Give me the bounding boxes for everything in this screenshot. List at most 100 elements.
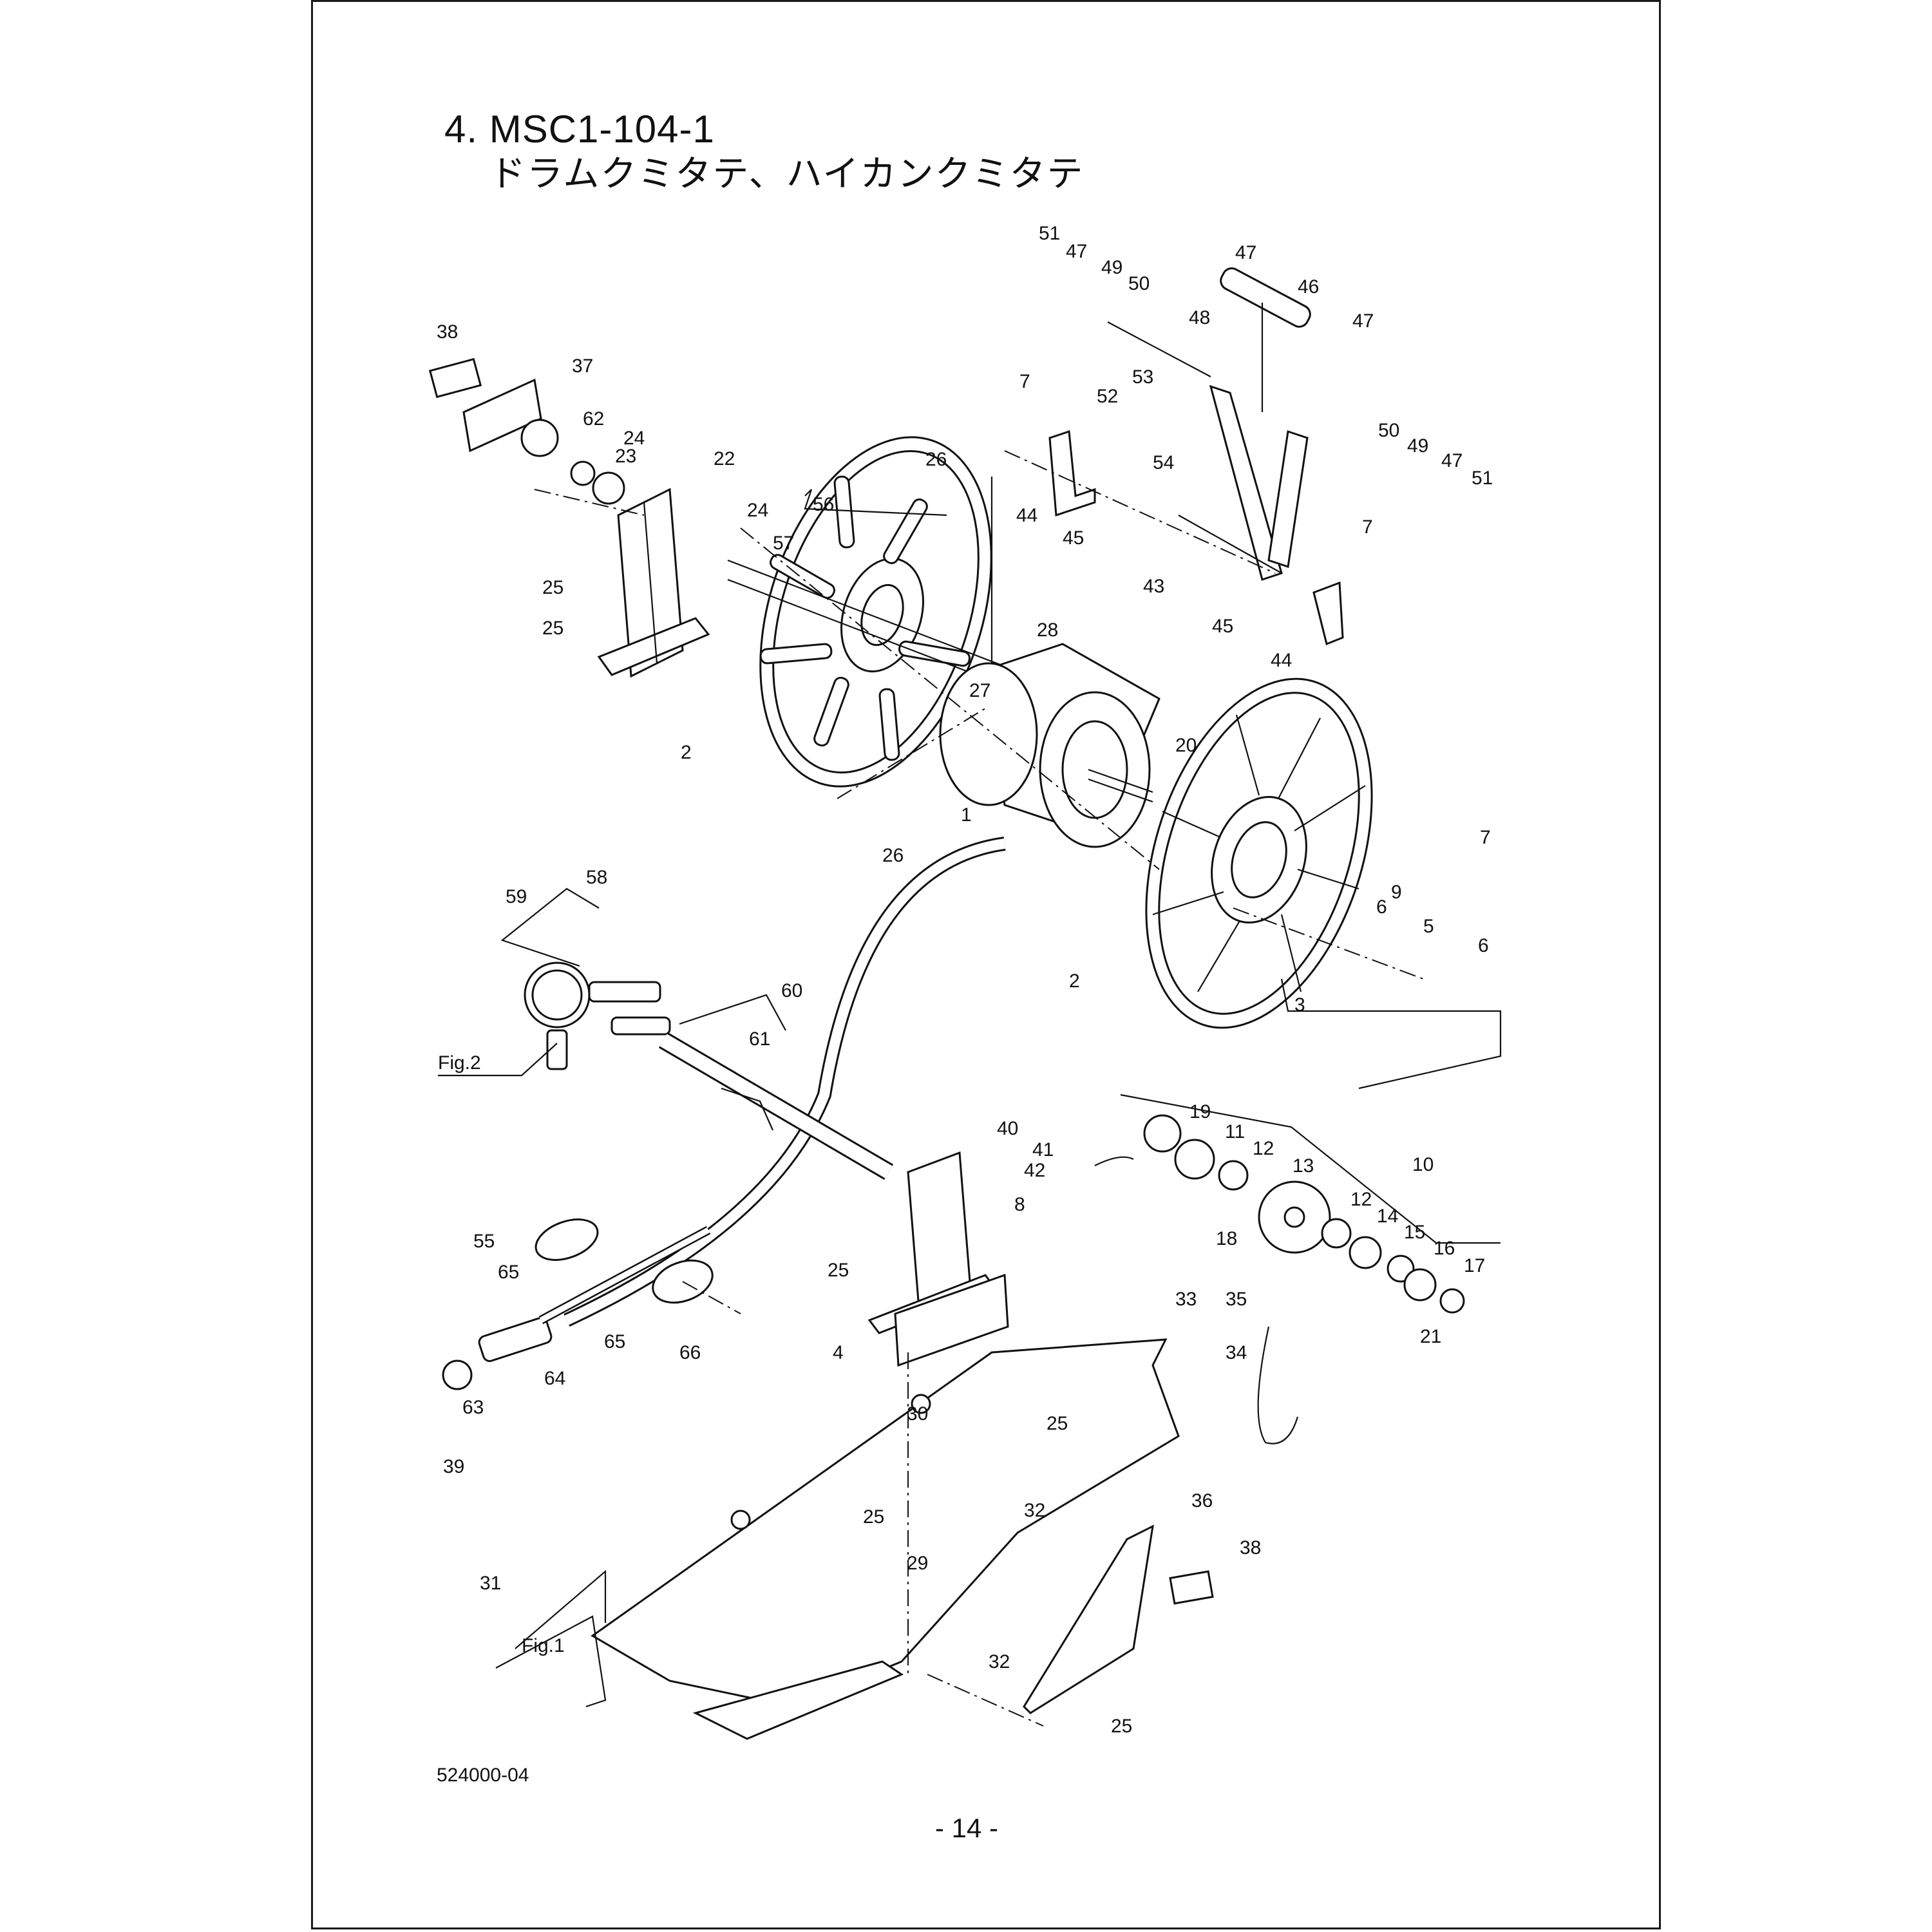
part-label: 24: [747, 500, 768, 521]
cover-plate: [1023, 1524, 1214, 1714]
part-label: 25: [1046, 1413, 1068, 1434]
part-label: 2: [1069, 971, 1080, 992]
part-label: 61: [749, 1028, 770, 1050]
part-label: 29: [907, 1553, 928, 1574]
part-label: 25: [828, 1260, 849, 1281]
part-label: 25: [542, 618, 564, 639]
part-label: 26: [925, 449, 947, 470]
part-label: 25: [542, 577, 564, 598]
part-label: 16: [1434, 1238, 1455, 1259]
figure-references: Fig.2 Fig.1: [438, 1052, 565, 1656]
part-label: 9: [1391, 882, 1402, 903]
part-label: 12: [1253, 1138, 1274, 1159]
part-label: 32: [1024, 1500, 1045, 1521]
part-label: 25: [1111, 1716, 1132, 1737]
part-label: 14: [1377, 1206, 1398, 1227]
page-frame: [311, 0, 1661, 1929]
part-label: 65: [498, 1262, 519, 1283]
part-label: 15: [1404, 1222, 1425, 1243]
part-label: 43: [1143, 576, 1164, 597]
page-number: - 14 -: [935, 1813, 999, 1843]
leader-lines: [438, 489, 1502, 1708]
part-label: 45: [1212, 616, 1233, 637]
part-label: 55: [473, 1231, 495, 1252]
part-label: 5: [1423, 916, 1434, 937]
part-label: 22: [714, 448, 735, 469]
part-label: 1: [961, 804, 972, 826]
part-label: 44: [1016, 505, 1037, 526]
part-label: 37: [572, 355, 593, 377]
part-label: 44: [1271, 650, 1292, 671]
part-label: 2: [681, 742, 692, 763]
drum-wheel-right: [1145, 677, 1373, 1029]
part-label: 13: [1293, 1155, 1314, 1177]
drum-body: [939, 643, 1160, 848]
fig1-label: Fig.1: [522, 1635, 565, 1656]
part-label: 4: [833, 1342, 844, 1363]
part-label: 6: [1478, 935, 1489, 956]
part-label: 26: [882, 845, 904, 866]
guide-roller-assembly: [1048, 267, 1344, 646]
part-label: 20: [1175, 735, 1197, 756]
part-label: 41: [1032, 1139, 1054, 1160]
part-label: 30: [907, 1403, 928, 1425]
part-label: 40: [997, 1118, 1018, 1139]
part-label: 49: [1407, 435, 1428, 457]
part-label: 21: [1420, 1326, 1441, 1347]
part-label: 45: [1063, 527, 1084, 549]
stand-bracket: [597, 488, 710, 678]
part-label: 12: [1350, 1189, 1372, 1210]
figure-subtitle: ドラムクミタテ、ハイカンクミタテ: [489, 153, 1084, 194]
part-label: 32: [989, 1651, 1010, 1672]
part-label: 49: [1101, 257, 1122, 278]
part-label: 54: [1153, 452, 1174, 473]
part-label: 27: [969, 680, 990, 701]
part-labels: 51 47 49 50 47 46 47 48 38 37 7 53 52 62…: [437, 223, 1493, 1737]
part-label: 63: [462, 1397, 484, 1418]
part-label: 39: [443, 1456, 464, 1477]
part-label: 62: [583, 408, 604, 430]
part-label: 56: [813, 494, 834, 515]
pressure-gauge: [524, 961, 671, 1070]
part-label: 58: [586, 867, 607, 888]
part-label: 52: [1097, 386, 1118, 407]
part-label: 47: [1352, 310, 1374, 332]
part-label: 51: [1472, 468, 1493, 489]
part-label: 33: [1175, 1289, 1197, 1310]
fig2-label: Fig.2: [438, 1052, 481, 1074]
part-label: 65: [604, 1331, 625, 1352]
part-label: 24: [623, 428, 645, 449]
support-stand: [867, 1151, 1009, 1367]
part-label: 11: [1225, 1121, 1245, 1142]
nozzle-assembly: [442, 1218, 714, 1390]
part-label: 48: [1189, 307, 1210, 328]
hose-bracket: [428, 357, 625, 505]
part-label: 34: [1226, 1342, 1247, 1363]
sprocket-assembly: [1094, 1114, 1465, 1444]
part-label: 10: [1412, 1154, 1434, 1175]
part-label: 31: [480, 1573, 501, 1594]
part-label: 8: [1014, 1194, 1025, 1215]
part-label: 50: [1128, 273, 1150, 294]
part-label: 42: [1024, 1160, 1045, 1181]
document-number: 524000-04: [437, 1765, 529, 1786]
part-label: 28: [1037, 620, 1058, 641]
part-label: 47: [1441, 450, 1463, 471]
part-label: 53: [1132, 366, 1153, 388]
part-label: 64: [544, 1368, 565, 1389]
figure-title: 4. MSC1-104-1: [444, 108, 715, 151]
part-label: 18: [1216, 1228, 1237, 1249]
part-label: 38: [437, 321, 458, 343]
part-label: 66: [679, 1342, 701, 1363]
part-label: 38: [1240, 1537, 1261, 1558]
part-label: 23: [615, 446, 636, 467]
part-label: 17: [1464, 1255, 1485, 1276]
part-label: 6: [1376, 896, 1387, 918]
part-label: 47: [1235, 242, 1256, 263]
assembly-axes: [534, 303, 1424, 1727]
part-label: 7: [1019, 371, 1030, 392]
pipe: [658, 1032, 894, 1180]
part-label: 59: [506, 886, 527, 907]
part-label: 50: [1378, 420, 1399, 441]
